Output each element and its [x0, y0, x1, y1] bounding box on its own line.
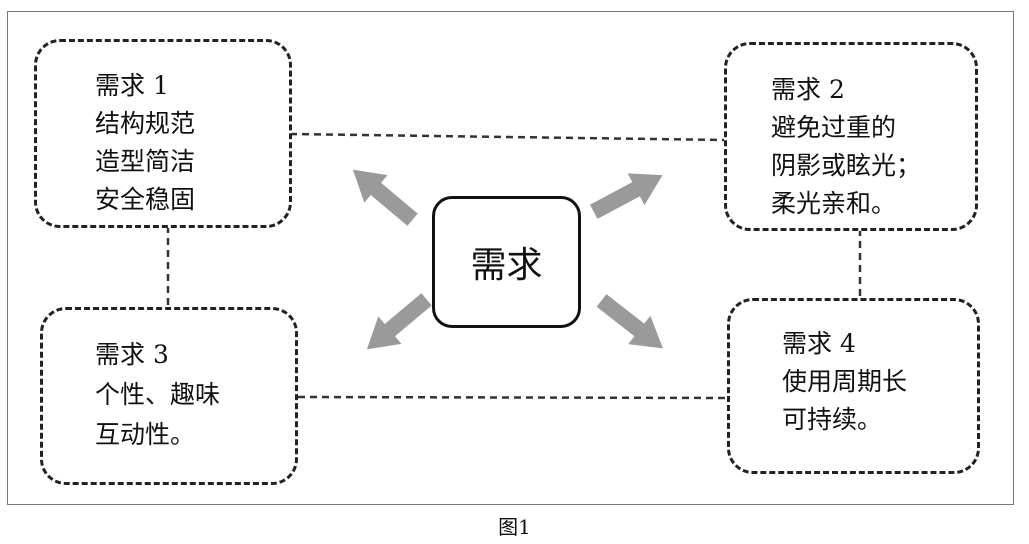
arrow-up-left-icon	[352, 169, 418, 226]
requirement-4-line-3: 可持续。	[782, 405, 883, 434]
requirement-box-3: 需求 3 个性、趣味 互动性。	[40, 307, 298, 485]
arrow-up-right-icon	[589, 173, 663, 219]
requirement-3-line-3: 互动性。	[95, 420, 196, 449]
arrow-down-right-icon	[596, 294, 663, 349]
requirement-box-4: 需求 4 使用周期长 可持续。	[727, 298, 980, 474]
center-label: 需求	[470, 245, 543, 286]
requirement-3-line-1: 需求 3	[95, 340, 169, 369]
requirement-1-line-3: 造型简洁	[95, 147, 196, 176]
requirement-4-line-1: 需求 4	[782, 329, 856, 358]
connector-3-4	[297, 395, 729, 400]
figure-frame	[7, 11, 1014, 505]
requirement-box-2: 需求 2 避免过重的 阴影或眩光； 柔光亲和。	[724, 42, 978, 231]
connector-1-2	[289, 132, 726, 142]
requirement-1-line-1: 需求 1	[95, 71, 169, 100]
requirement-2-line-4: 柔光亲和。	[771, 189, 897, 218]
requirement-4-line-2: 使用周期长	[782, 367, 908, 396]
requirement-box-1: 需求 1 结构规范 造型简洁 安全稳固	[34, 39, 292, 228]
requirement-2-line-2: 避免过重的	[771, 113, 897, 142]
requirement-1-line-2: 结构规范	[95, 109, 196, 138]
requirement-1-line-4: 安全稳固	[95, 185, 196, 214]
figure-caption: 图1	[498, 515, 531, 539]
requirement-3-line-2: 个性、趣味	[95, 380, 221, 409]
requirement-2-line-3: 阴影或眩光；	[771, 151, 922, 180]
requirement-2-line-1: 需求 2	[771, 75, 845, 104]
center-node: 需求	[432, 196, 581, 328]
arrow-down-left-icon	[366, 293, 432, 350]
